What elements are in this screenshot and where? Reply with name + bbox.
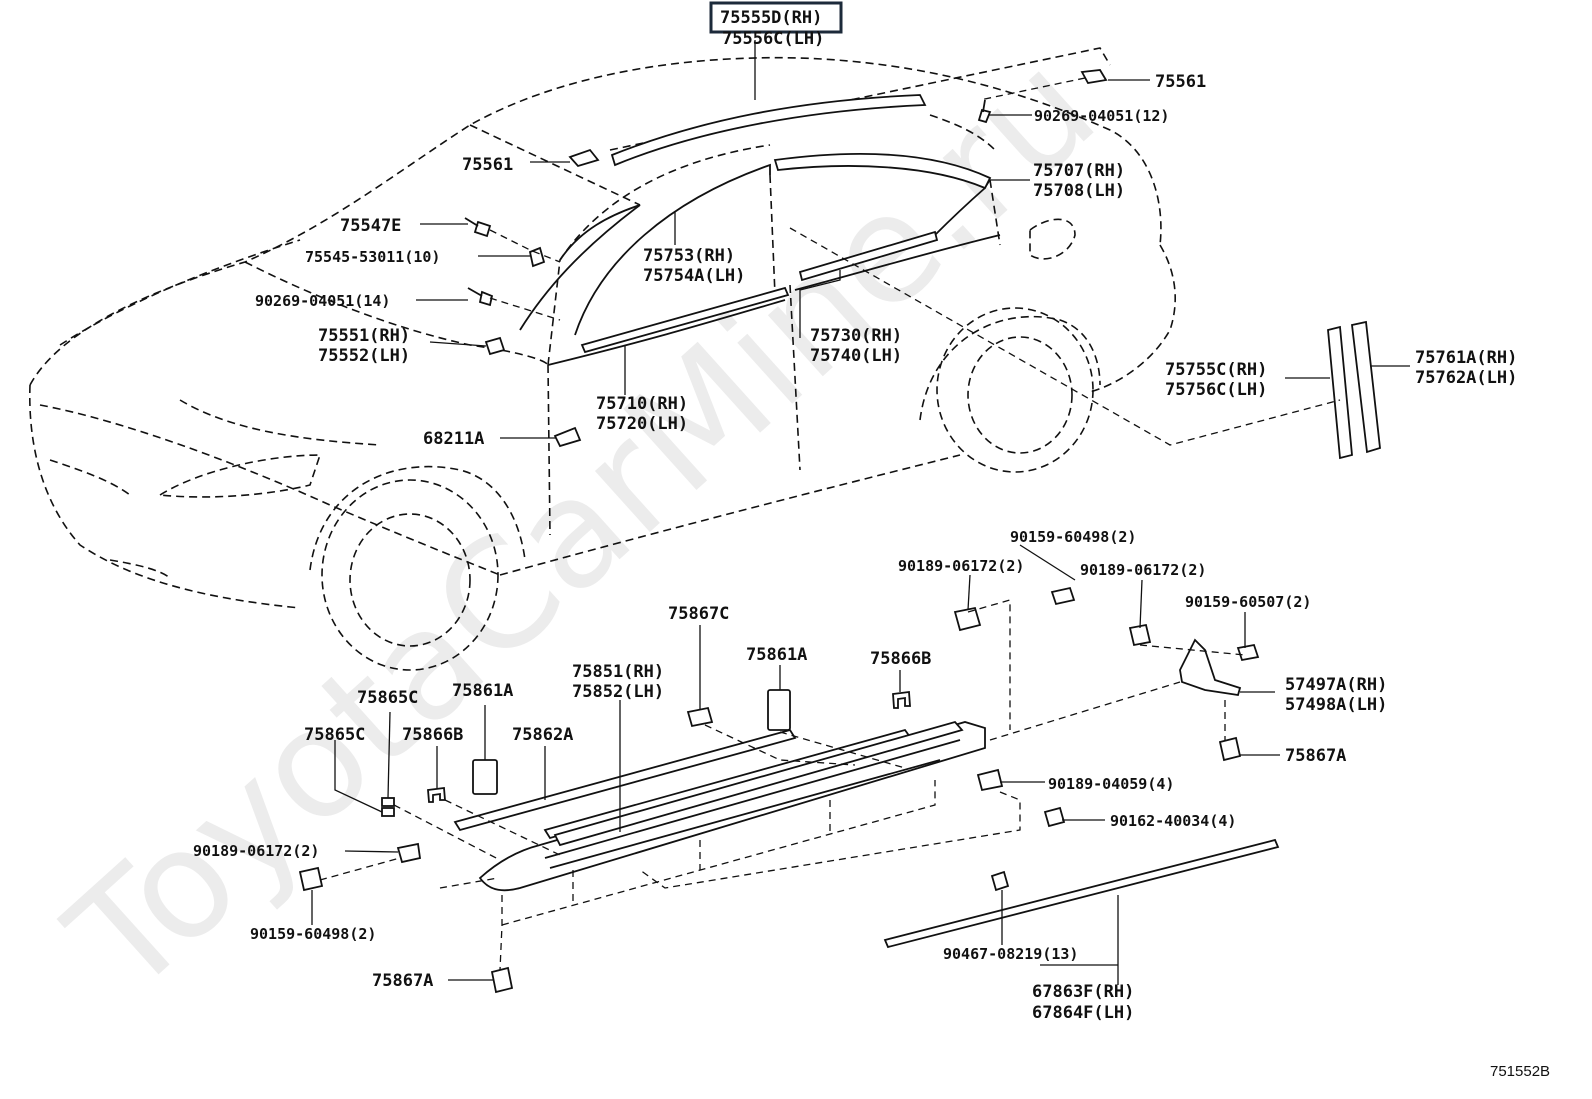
label-90162-40034[interactable]: 90162-40034(4) [1110,812,1236,830]
label-75866B-right[interactable]: 75866B [870,649,931,669]
label-90189-06172-c[interactable]: 90189-06172(2) [193,842,319,860]
label-75710[interactable]: 75710(RH) [596,394,688,414]
nut-90189-04059-icon [976,768,1004,792]
front-door-lower-line [547,299,786,366]
screw-90159-60498-top-icon [1050,586,1076,606]
label-90159-60498-bottom[interactable]: 90159-60498(2) [250,925,376,943]
clip-75866B-left-icon [427,786,446,803]
rocker-inner-strip [453,728,797,832]
label-75740[interactable]: 75740(LH) [810,346,902,366]
clip-90467-icon [990,870,1010,892]
label-75547E[interactable]: 75547E [340,216,401,236]
diagram-reference: 751552B [1490,1063,1550,1080]
label-75861A-right[interactable]: 75861A [746,645,807,665]
clip-75561-top-icon [1080,69,1108,84]
pad-75861A-left-icon [472,759,498,795]
label-75561-left[interactable]: 75561 [462,155,513,175]
label-75552[interactable]: 75552(LH) [318,346,410,366]
label-90159-60498-top[interactable]: 90159-60498(2) [1010,528,1136,546]
label-75867C[interactable]: 75867C [668,604,729,624]
pad-75861A-right-icon [767,689,791,731]
dashed-guides-bottom [319,599,1246,971]
screw-90159-60507-icon [1236,643,1260,662]
front-door-belt-molding [580,286,790,354]
label-57498A[interactable]: 57498A(LH) [1285,695,1387,715]
label-90269-04051-14[interactable]: 90269-04051(14) [255,292,390,310]
screw-90162-40034-icon [1043,806,1066,828]
label-57497A[interactable]: 57497A(RH) [1285,675,1387,695]
label-90467-08219[interactable]: 90467-08219(13) [943,945,1078,963]
screw-90269-14-icon [467,287,494,307]
clip-75865C-top-icon [381,797,395,807]
rear-door-lower-line [794,234,1001,291]
label-75762A[interactable]: 75762A(LH) [1415,368,1517,388]
label-90189-06172-b[interactable]: 90189-06172(2) [1080,561,1206,579]
leader-lines-top [416,40,1410,439]
screw-90159-60498-bottom-icon [298,866,324,892]
clip-75867C-icon [686,706,714,728]
pillar-75761A-icon [1351,320,1381,454]
label-75867A-right[interactable]: 75867A [1285,746,1346,766]
screw-75547E-icon [464,217,492,238]
label-75866B-left[interactable]: 75866B [402,725,463,745]
clip-75561-left-icon [568,148,600,168]
clip-75867A-bottom-icon [490,966,514,994]
label-75551[interactable]: 75551(RH) [318,326,410,346]
clip-75545-icon [528,246,546,268]
label-75867A-bottom[interactable]: 75867A [372,971,433,991]
label-75561-top[interactable]: 75561 [1155,72,1206,92]
label-75755C[interactable]: 75755C(RH) [1165,360,1267,380]
label-75851[interactable]: 75851(RH) [572,662,664,682]
roof-molding [610,94,927,167]
a-pillar-molding [519,204,641,331]
windshield-molding [559,204,641,261]
label-75708[interactable]: 75708(LH) [1033,181,1125,201]
rocker-panel [478,721,986,892]
label-75761A[interactable]: 75761A(RH) [1415,348,1517,368]
label-75756C[interactable]: 75756C(LH) [1165,380,1267,400]
label-75720[interactable]: 75720(LH) [596,414,688,434]
label-90159-60507[interactable]: 90159-60507(2) [1185,593,1311,611]
label-90189-04059[interactable]: 90189-04059(4) [1048,775,1174,793]
strip-67863F-icon [883,838,1280,949]
label-75865C-top[interactable]: 75865C [357,688,418,708]
clip-68211A-icon [553,426,582,448]
label-75545-53011[interactable]: 75545-53011(10) [305,248,440,266]
clip-90189-06172-a-icon [953,606,982,632]
label-75556C[interactable]: 75556C(LH) [722,29,824,49]
label-90189-06172-a[interactable]: 90189-06172(2) [898,557,1024,575]
label-75852[interactable]: 75852(LH) [572,682,664,702]
highlight-box [709,1,843,34]
pillar-75755C-icon [1327,325,1353,460]
screw-90269-12-icon [977,99,992,124]
rocker-trim-75851-icon [553,720,964,847]
clip-75866B-right-icon [892,690,911,709]
bracket-57497A-icon [1179,638,1242,697]
dashed-guides-top [489,77,1341,446]
rear-quarter-frame [934,187,986,236]
rear-door-belt-molding [798,230,939,282]
clip-75865C-left-icon [381,807,395,817]
label-68211A[interactable]: 68211A [423,429,484,449]
label-75707[interactable]: 75707(RH) [1033,161,1125,181]
label-75753[interactable]: 75753(RH) [643,246,735,266]
clip-75867A-right-icon [1218,736,1242,762]
clip-75551-icon [484,336,506,356]
front-door-frame-molding [574,163,771,336]
label-90269-04051-12[interactable]: 90269-04051(12) [1034,107,1169,125]
part-labels: 75555D(RH) 75556C(LH) 75561 90269-04051(… [193,8,1550,1080]
car-outline [28,47,1176,671]
leader-lines-bottom [311,544,1280,985]
clip-90189-06172-c-icon [396,842,422,864]
label-75862A[interactable]: 75862A [512,725,573,745]
label-67864F[interactable]: 67864F(LH) [1032,1003,1134,1023]
label-75730[interactable]: 75730(RH) [810,326,902,346]
label-75861A-left[interactable]: 75861A [452,681,513,701]
label-75865C-left[interactable]: 75865C [304,725,365,745]
label-67863F[interactable]: 67863F(RH) [1032,982,1134,1002]
label-75555D[interactable]: 75555D(RH) [720,8,822,28]
label-75754A[interactable]: 75754A(LH) [643,266,745,286]
